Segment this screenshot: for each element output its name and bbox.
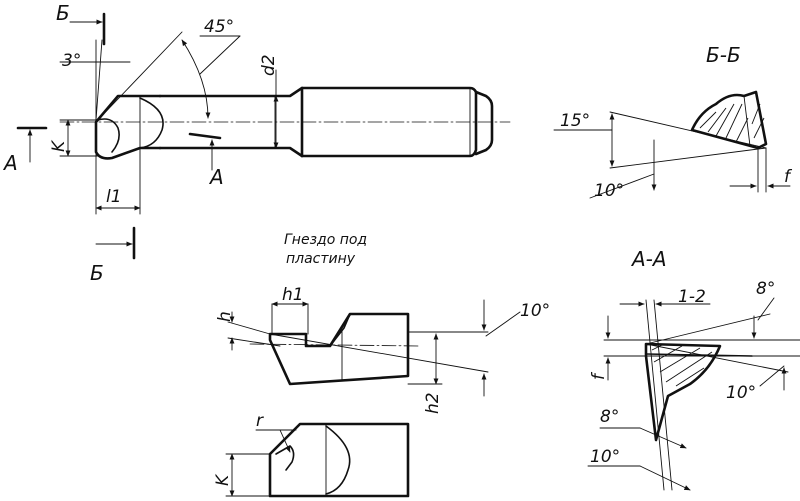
aa-10b-arrow [639, 465, 691, 491]
label-aa-8-bottom: 8° [600, 407, 619, 427]
label-aa-12: 1-2 [678, 287, 706, 307]
socket-h-ext-bottom [227, 337, 281, 347]
socket-top-view [227, 299, 521, 397]
label-aa-10-right: 10° [726, 383, 756, 403]
socket-bottom-view [225, 422, 410, 498]
label-angle-3: 3° [62, 51, 81, 71]
socket-h-ext-top [227, 321, 271, 335]
bb-ref-line-top [609, 111, 767, 149]
label-l1: l1 [106, 187, 122, 207]
label-aa-f: f [589, 371, 609, 380]
socket-caption-line2: пластину [286, 251, 356, 267]
socket-bottom-arc [325, 425, 351, 495]
label-socket-h: h [215, 311, 235, 322]
label-bb-10: 10° [594, 181, 624, 201]
aa-rear-line-2 [653, 299, 673, 491]
aa-10-leader [759, 365, 785, 387]
socket-r-leader [279, 429, 291, 453]
section-bb [553, 90, 791, 199]
main-view [16, 12, 511, 260]
socket-caption-line1: Гнездо под [284, 232, 367, 248]
cutting-head [94, 94, 162, 160]
socket-bottom-body [268, 422, 410, 498]
aa-8-ref [645, 313, 771, 345]
label-d2: d2 [259, 54, 279, 76]
label-socket-10: 10° [520, 301, 550, 321]
label-k-main: K [49, 139, 69, 152]
section-a-mark-mid [188, 132, 222, 140]
label-aa-10-bottom: 10° [590, 447, 620, 467]
insert-arc [139, 97, 164, 149]
aa-body [644, 342, 722, 442]
label-socket-r: r [256, 411, 264, 431]
label-section-a-left: А [2, 151, 18, 175]
label-aa-title: А-А [630, 247, 667, 271]
label-bb-f: f [784, 167, 793, 187]
bb-ref-line-bottom [609, 147, 767, 169]
socket-10-slope [269, 333, 489, 373]
angle-45-leader [95, 31, 183, 123]
section-aa [587, 297, 800, 491]
tool-shank [300, 86, 478, 158]
label-angle-45: 45° [204, 17, 234, 37]
bb-angle-10-leader [589, 173, 655, 199]
aa-10-ref [645, 343, 789, 373]
socket-top-body [268, 312, 410, 386]
label-bb-15: 15° [560, 111, 590, 131]
angle-45-label-leader [199, 35, 241, 75]
label-aa-8-top: 8° [756, 279, 775, 299]
label-socket-k: K [213, 473, 233, 486]
aa-hatch [651, 343, 713, 387]
socket-top-slope [329, 313, 351, 347]
aa-8-leader [757, 297, 775, 321]
shank-chamfer-end [474, 90, 494, 156]
label-section-a-mid: А [208, 165, 224, 189]
label-socket-h2: h2 [423, 392, 443, 414]
label-socket-h1: h1 [282, 285, 304, 305]
insert-tip [97, 118, 120, 153]
label-bb-title: Б-Б [706, 43, 741, 67]
angle-45-arc [181, 39, 211, 119]
label-section-b-bottom: Б [90, 261, 104, 285]
angle-3-ext-2 [95, 39, 103, 121]
aa-8b-arrow [639, 427, 687, 449]
bb-hatch [699, 103, 765, 143]
socket-bottom-corner [275, 445, 295, 471]
label-section-b-top: Б [56, 1, 70, 25]
aa-rear-line-1 [645, 299, 665, 491]
socket-10-leader [485, 311, 521, 337]
